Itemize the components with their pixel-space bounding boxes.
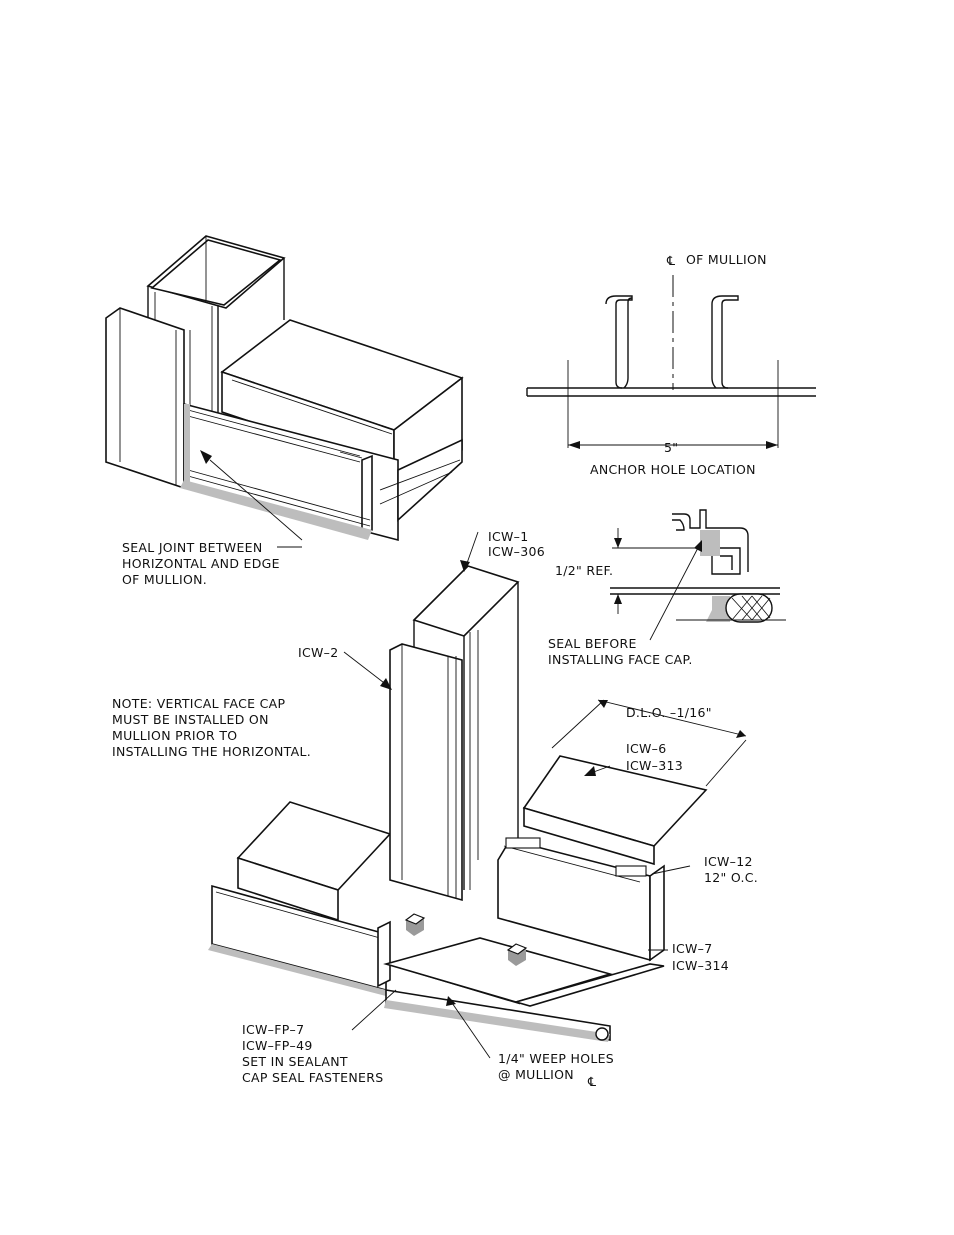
label-seal-before-1: SEAL BEFORE [548, 636, 637, 651]
fastener-right [506, 943, 528, 966]
label-icw-fp-7: ICW–FP–7 [242, 1022, 304, 1037]
label-12-oc: 12" O.C. [704, 870, 758, 885]
label-note-2: MUST BE INSTALLED ON [112, 712, 269, 727]
label-note-1: NOTE: VERTICAL FACE CAP [112, 696, 286, 711]
label-dimension-5: 5" [664, 440, 678, 455]
label-seal-joint-2: HORIZONTAL AND EDGE [122, 556, 280, 571]
label-note-4: INSTALLING THE HORIZONTAL. [112, 744, 311, 759]
mullion-section [526, 275, 816, 449]
seal-joint-leader [209, 459, 303, 541]
label-icw-306: ICW–306 [488, 544, 545, 559]
centerline-symbol-bottom: ℄ [587, 1074, 596, 1089]
centerline-symbol-top: ℄ [666, 253, 675, 268]
label-icw-12: ICW–12 [704, 854, 753, 869]
label-icw-fp-49: ICW–FP–49 [242, 1038, 313, 1053]
label-dlo: D.L.O. –1/16" [626, 705, 712, 720]
label-set-in-sealant: SET IN SEALANT [242, 1054, 348, 1069]
label-icw-313: ICW–313 [626, 758, 683, 773]
upper-assembly [105, 235, 464, 548]
seal-joint-arrowhead [200, 450, 212, 464]
label-cap-seal-fasteners: CAP SEAL FASTENERS [242, 1070, 383, 1085]
annotations: ℄ OF MULLION 5" ANCHOR HOLE LOCATION 1/2… [112, 252, 767, 1089]
label-weep-holes-2: @ MULLION [498, 1067, 574, 1082]
label-seal-joint-3: OF MULLION. [122, 572, 207, 587]
label-half-inch-ref: 1/2" REF. [555, 563, 613, 578]
label-icw-314: ICW–314 [672, 958, 729, 973]
label-seal-before-2: INSTALLING FACE CAP. [548, 652, 693, 667]
label-icw-7: ICW–7 [672, 941, 712, 956]
label-icw-1: ICW–1 [488, 529, 528, 544]
fastener-left [404, 913, 426, 936]
lower-assembly [208, 531, 747, 1059]
label-anchor-hole-location: ANCHOR HOLE LOCATION [590, 462, 756, 477]
label-seal-joint-1: SEAL JOINT BETWEEN [122, 540, 263, 555]
seal-detail [610, 509, 786, 641]
label-note-3: MULLION PRIOR TO [112, 728, 237, 743]
label-icw-2: ICW–2 [298, 645, 338, 660]
label-of-mullion: OF MULLION [686, 252, 767, 267]
label-icw-6: ICW–6 [626, 741, 666, 756]
label-weep-holes-1: 1/4" WEEP HOLES [498, 1051, 614, 1066]
